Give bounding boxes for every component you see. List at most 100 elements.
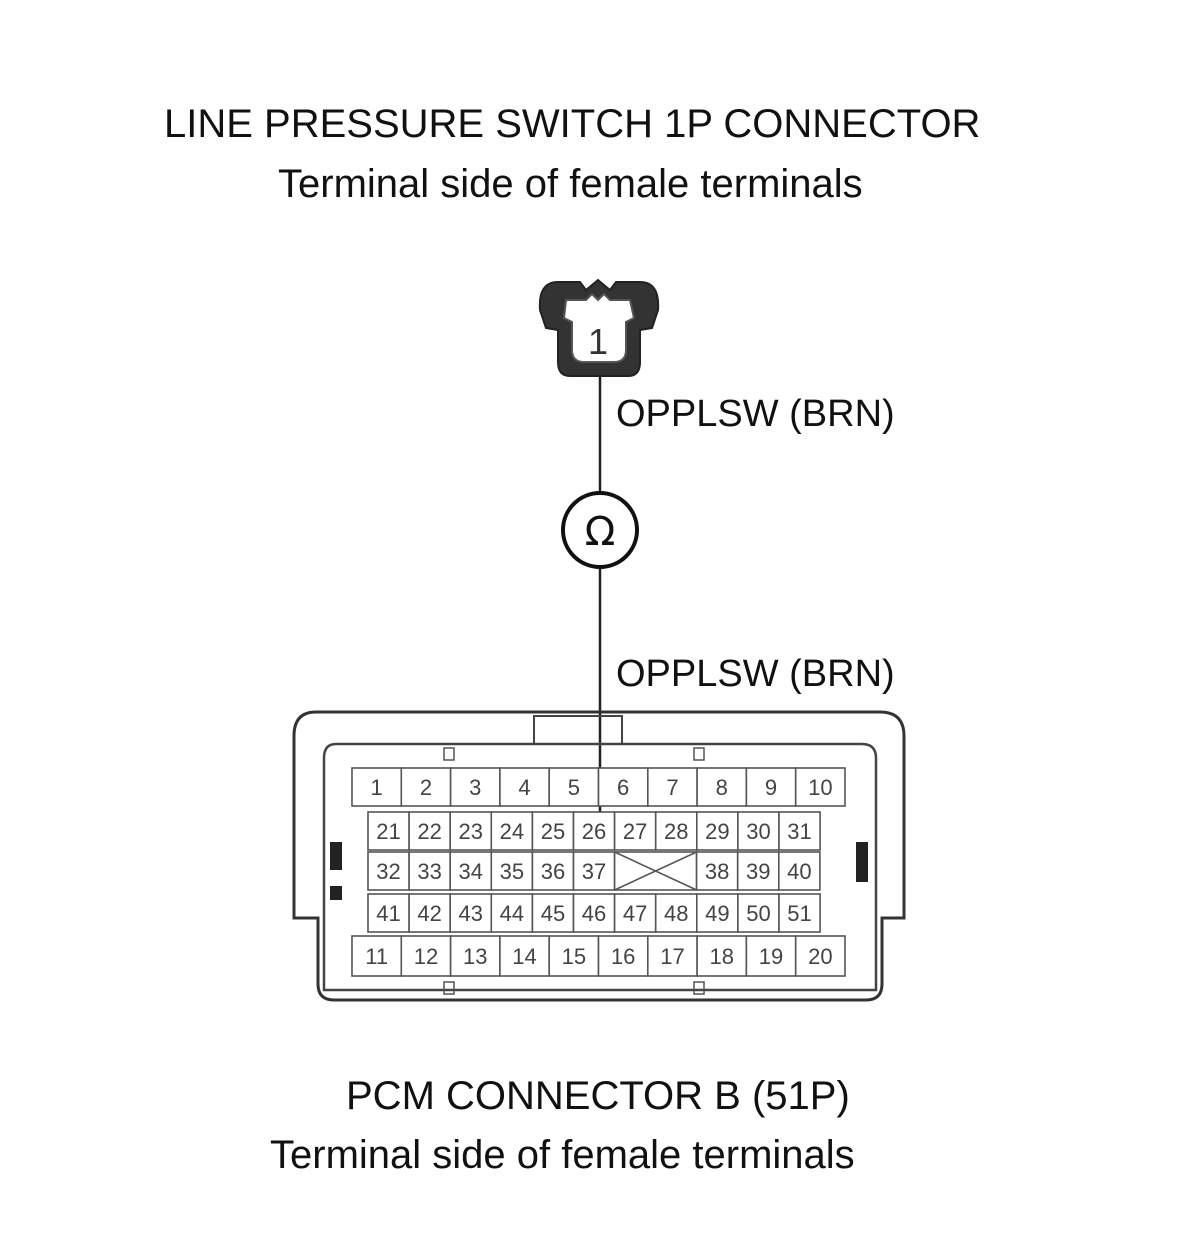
pin-label-11: 11: [365, 944, 388, 969]
pin-cell-45: [531, 893, 575, 933]
pin-label-32: 32: [376, 859, 400, 884]
pin-cell-44: [490, 893, 534, 933]
pin-label-51: 51: [787, 901, 811, 926]
pin-cell-8: [696, 767, 748, 807]
pin-label-27: 27: [623, 819, 647, 844]
pin-cell-5: [548, 767, 600, 807]
pin-label-26: 26: [582, 819, 606, 844]
pin-cell-14: [499, 935, 550, 977]
pcm-connector-housing: [292, 710, 906, 1002]
pin-label-47: 47: [623, 901, 647, 926]
bottom-connector-title: PCM CONNECTOR B (51P): [346, 1074, 850, 1118]
pin-label-9: 9: [765, 775, 777, 800]
pin-cell-51: [778, 893, 821, 933]
pin-label-41: 41: [376, 901, 400, 926]
pin-cell-19: [745, 935, 797, 977]
pin-label-4: 4: [518, 775, 530, 800]
pin-label-1: 1: [371, 775, 383, 800]
pin-cell-31: [778, 811, 821, 851]
pin-cell-25: [531, 811, 575, 851]
pin-label-15: 15: [562, 944, 586, 969]
pin-cell-9: [745, 767, 797, 807]
pin-label-34: 34: [459, 859, 483, 884]
pin-label-39: 39: [746, 859, 770, 884]
pin-cell-40: [777, 851, 821, 891]
pin-label-23: 23: [459, 819, 483, 844]
pin-cell-38: [695, 851, 739, 891]
pin-label-12: 12: [414, 944, 438, 969]
pin-label-28: 28: [664, 819, 688, 844]
pin-label-31: 31: [787, 819, 811, 844]
pin-cell-47: [613, 893, 657, 933]
pin-cell-30: [737, 811, 780, 851]
line-pressure-switch-connector: 1: [538, 278, 660, 377]
pin-1-label: 1: [588, 321, 608, 362]
pin-label-30: 30: [746, 819, 770, 844]
pin-label-5: 5: [568, 775, 580, 800]
pin-label-8: 8: [716, 775, 728, 800]
pin-cell-6: [597, 767, 649, 807]
wire-label-top: OPPLSW (BRN): [616, 393, 895, 435]
pin-label-48: 48: [664, 901, 688, 926]
ohm-symbol: Ω: [585, 509, 616, 555]
left-lock-tab: [330, 842, 342, 870]
pin-label-40: 40: [787, 859, 811, 884]
pin-cell-11: [351, 935, 403, 977]
top-connector-title: LINE PRESSURE SWITCH 1P CONNECTOR: [164, 102, 981, 146]
pin-cell-36: [531, 851, 575, 891]
pin-cell-34: [449, 851, 493, 891]
top-connector-subtitle: Terminal side of female terminals: [278, 162, 863, 206]
pin-cell-27: [613, 811, 657, 851]
pin-cell-23: [449, 811, 493, 851]
right-lock-tab: [856, 842, 868, 882]
pin-label-45: 45: [541, 901, 565, 926]
pin-cell-20: [794, 935, 846, 977]
pin-cell-7: [646, 767, 698, 807]
pin-label-49: 49: [705, 901, 729, 926]
pin-cell-2: [400, 767, 452, 807]
pin-cell-3: [449, 767, 501, 807]
pin-label-19: 19: [759, 944, 783, 969]
pin-label-29: 29: [705, 819, 729, 844]
pin-label-14: 14: [512, 944, 536, 969]
pin-label-38: 38: [705, 859, 729, 884]
pin-cell-32: [367, 851, 410, 891]
pin-cell-49: [695, 893, 739, 933]
pin-label-36: 36: [541, 859, 565, 884]
pin-label-44: 44: [500, 901, 524, 926]
pin-label-18: 18: [710, 944, 734, 969]
pin-label-50: 50: [746, 901, 770, 926]
pin-label-22: 22: [417, 819, 441, 844]
pin-cell-13: [449, 935, 501, 977]
pin-label-33: 33: [417, 859, 441, 884]
blank-cavity-cross: [614, 851, 697, 891]
wire-label-bottom: OPPLSW (BRN): [616, 653, 895, 695]
pin-cell-24: [490, 811, 534, 851]
pin-label-6: 6: [617, 775, 629, 800]
pin-label-17: 17: [660, 944, 684, 969]
pin-cell-10: [794, 767, 846, 807]
pin-cell-4: [499, 767, 550, 807]
pin-label-43: 43: [459, 901, 483, 926]
connector-face: [562, 292, 636, 363]
pin-label-35: 35: [500, 859, 524, 884]
ohmmeter-icon: Ω: [561, 491, 639, 569]
pin-label-46: 46: [582, 901, 606, 926]
pin-label-21: 21: [376, 819, 400, 844]
pin-label-37: 37: [582, 859, 606, 884]
pin-cell-22: [408, 811, 452, 851]
pin-label-42: 42: [417, 901, 441, 926]
pin-label-25: 25: [541, 819, 565, 844]
bottom-connector-subtitle: Terminal side of female terminals: [270, 1133, 855, 1177]
pin-label-3: 3: [469, 775, 481, 800]
pin-cell-50: [737, 893, 780, 933]
pin-cell-17: [646, 935, 698, 977]
pin-label-20: 20: [808, 944, 832, 969]
pin-cell-1: [351, 767, 403, 807]
pin-cell-26: [572, 811, 616, 851]
pin-cell-42: [408, 893, 452, 933]
pin-label-13: 13: [463, 944, 487, 969]
pin-label-7: 7: [666, 775, 678, 800]
